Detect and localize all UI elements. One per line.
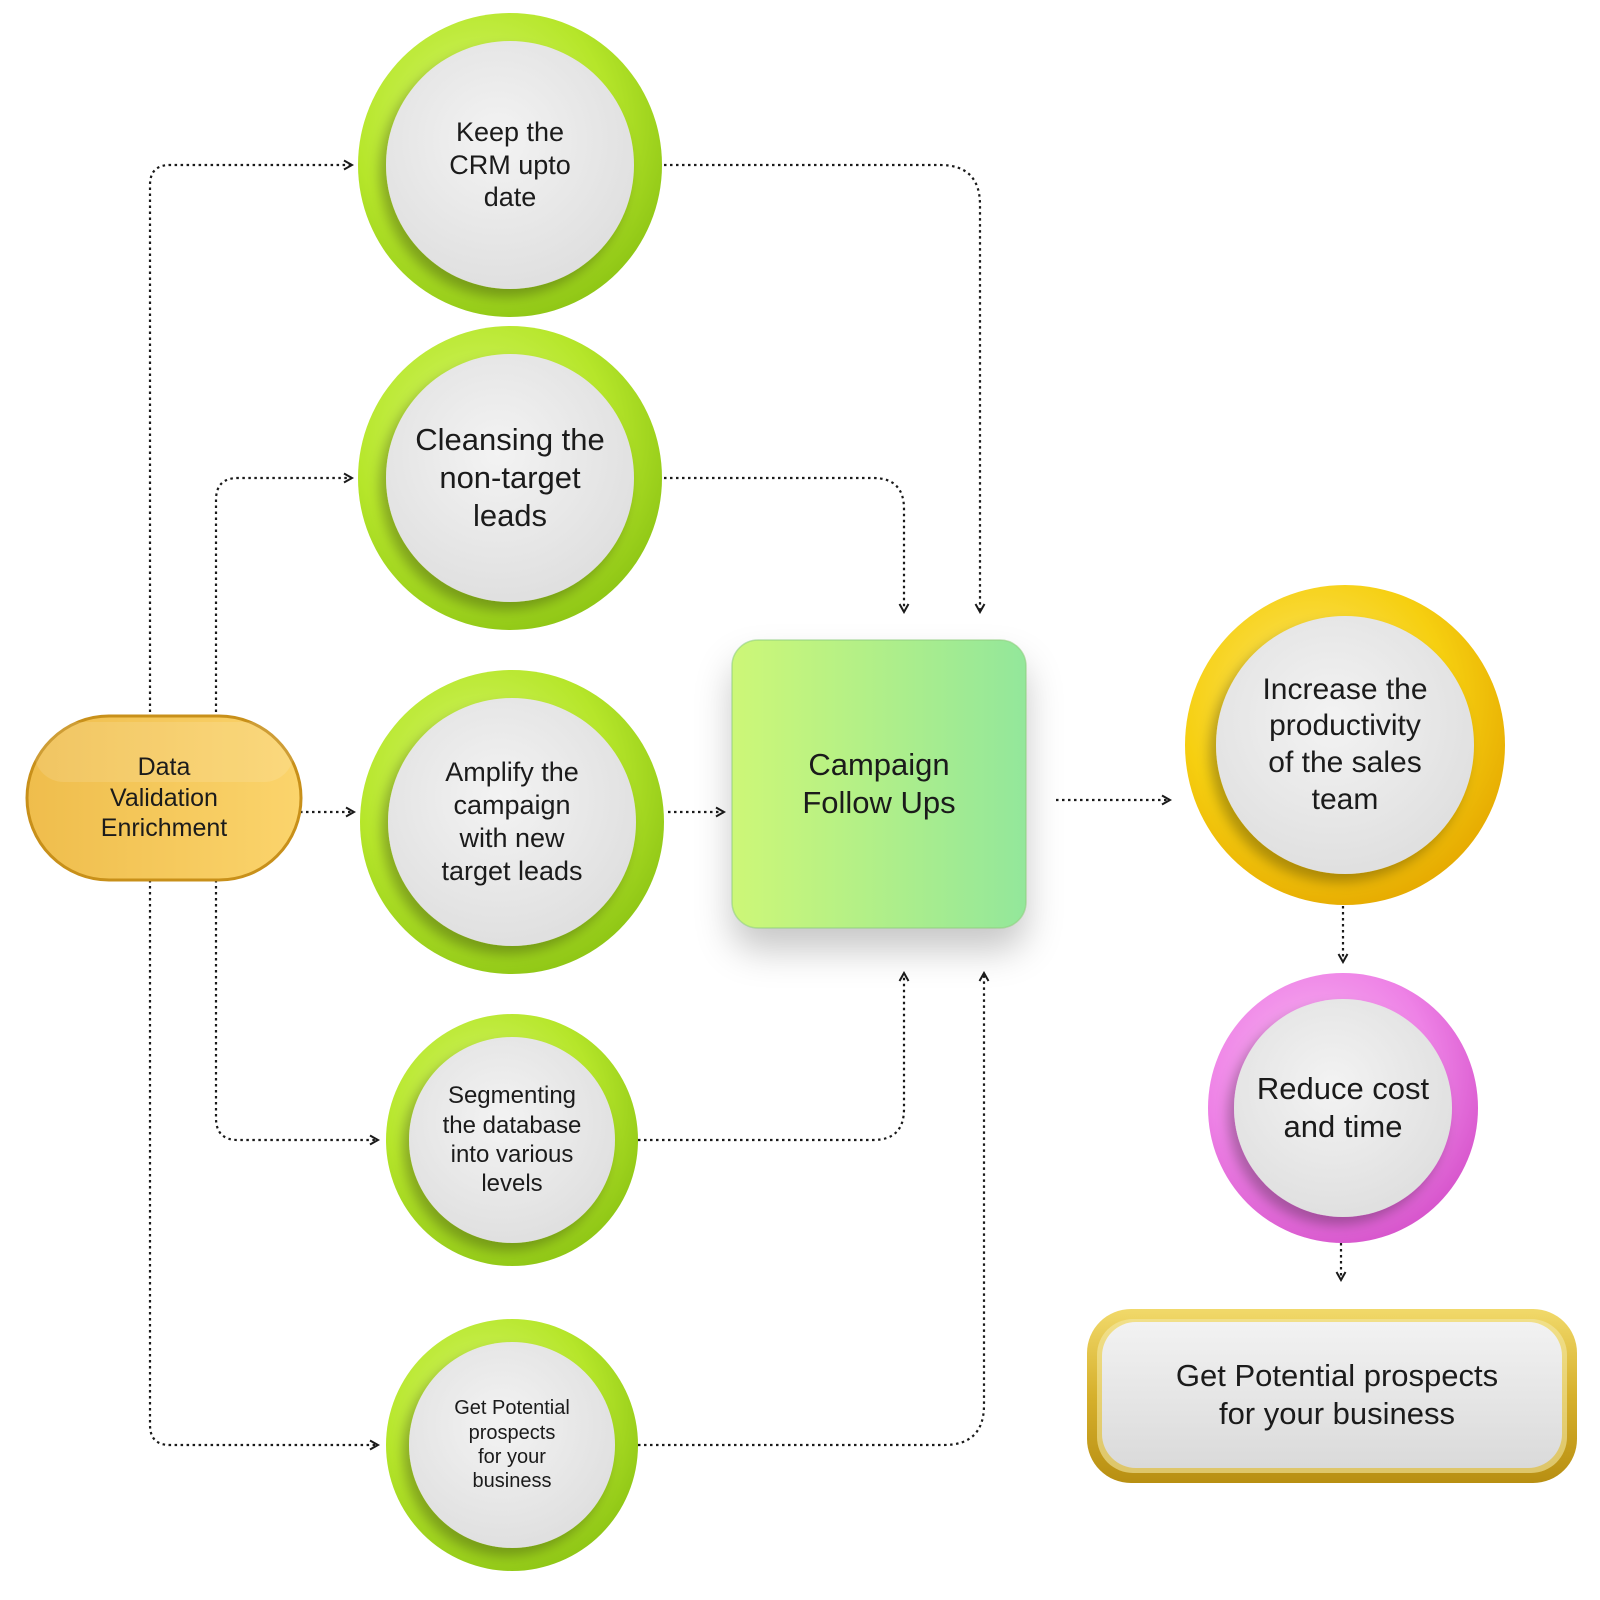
connector-source-to-task-2 (214, 478, 352, 712)
task-label-1: Keep the CRM upto date (449, 116, 571, 213)
connector-task-5-to-hub (638, 973, 984, 1447)
hub-label: Campaign Follow Ups (802, 747, 956, 820)
result-label: Get Potential prospects for your busines… (1175, 1358, 1499, 1431)
source-label: Data Validation Enrichment (100, 753, 228, 843)
task-node-1 (358, 13, 662, 317)
task-node-5 (386, 1319, 638, 1571)
connector-source-to-task-4 (214, 880, 378, 1140)
task-label-2: Cleansing the non-target leads (415, 422, 605, 533)
outcome-node-2 (1208, 973, 1478, 1243)
connector-task-1-to-hub (664, 163, 980, 612)
result-node (1087, 1309, 1577, 1483)
outcome-label-1: Increase the productivity of the sales t… (1262, 672, 1428, 816)
hub-node (731, 639, 1027, 929)
task-node-2 (358, 326, 662, 630)
outcome-label-2: Reduce cost and time (1256, 1071, 1430, 1144)
connector-task-4-to-hub (638, 973, 904, 1142)
connector-source-to-task-1 (148, 165, 352, 712)
connectors (148, 163, 1343, 1447)
task-node-3 (360, 670, 664, 974)
task-label-3: Amplify the campaign with new target lea… (441, 757, 583, 886)
source-node (25, 714, 303, 882)
connector-task-2-to-hub (664, 476, 904, 612)
task-label-5: Get Potential prospects for your busines… (454, 1397, 570, 1493)
outcome-node-1 (1185, 585, 1505, 905)
task-label-4: Segmenting the database into various lev… (442, 1082, 582, 1198)
connector-source-to-task-5 (148, 880, 378, 1445)
task-node-4 (386, 1014, 638, 1266)
